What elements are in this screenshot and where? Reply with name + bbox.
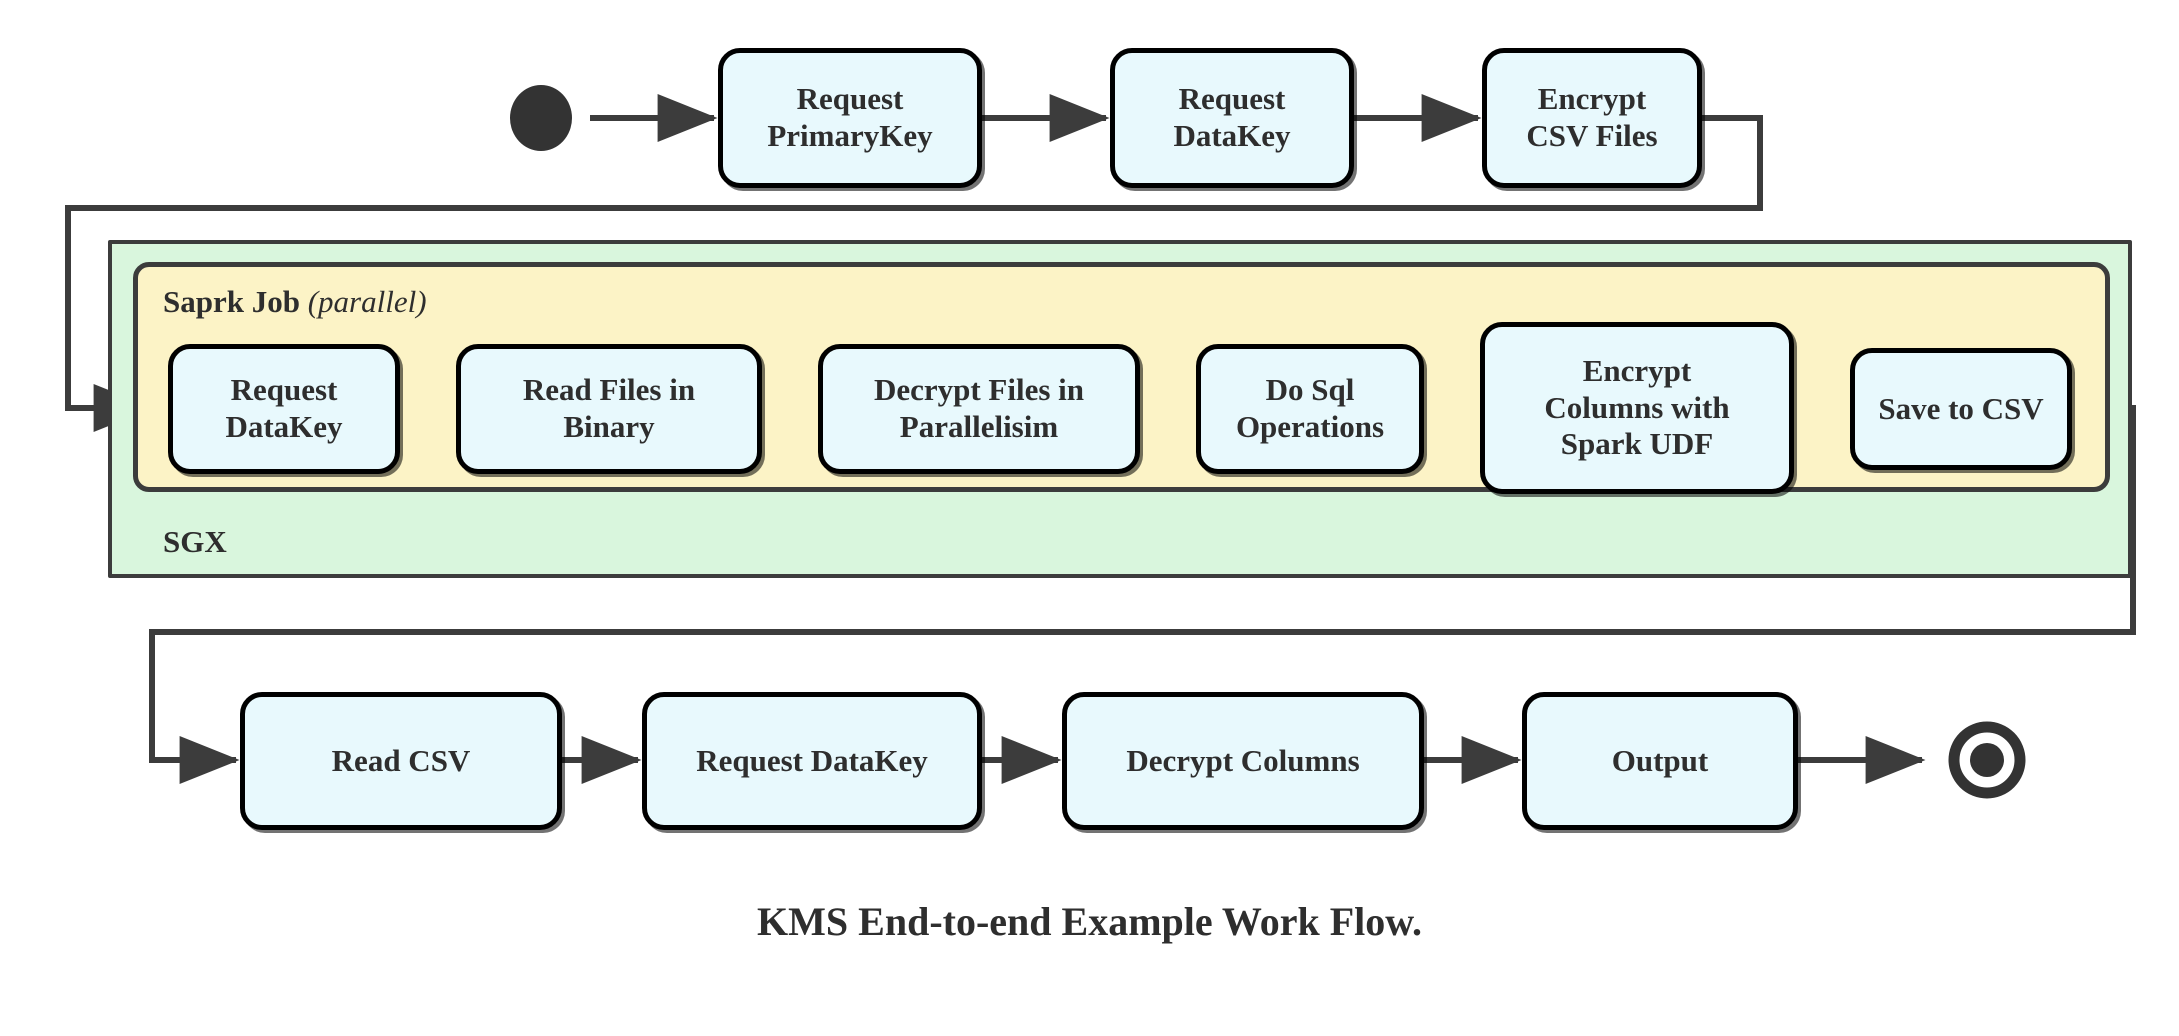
node-label: Decrypt Files in Parallelisim — [873, 372, 1085, 444]
node-save-to-csv[interactable]: Save to CSV — [1850, 348, 2072, 470]
node-read-csv[interactable]: Read CSV — [240, 692, 562, 830]
node-request-datakey-top[interactable]: Request DataKey — [1110, 48, 1354, 188]
spark-job-title: Saprk Job — [163, 284, 300, 319]
end-node — [1948, 721, 2026, 799]
node-label: Read CSV — [331, 742, 471, 778]
start-node — [510, 85, 572, 151]
node-encrypt-columns-with-spark-udf[interactable]: Encrypt Columns with Spark UDF — [1480, 322, 1794, 494]
node-request-datakey-bottom[interactable]: Request DataKey — [642, 692, 982, 830]
node-label: Save to CSV — [1878, 390, 2044, 426]
node-label: Request DataKey — [225, 372, 343, 444]
node-label: Request DataKey — [696, 742, 928, 778]
container-spark-job-label: Saprk Job (parallel) — [163, 284, 427, 320]
node-request-datakey-spark[interactable]: Request DataKey — [168, 344, 400, 474]
node-label: Encrypt CSV Files — [1526, 81, 1658, 153]
node-read-files-in-binary[interactable]: Read Files in Binary — [456, 344, 762, 474]
node-label: Read Files in Binary — [522, 372, 696, 444]
node-encrypt-csv-files[interactable]: Encrypt CSV Files — [1482, 48, 1702, 188]
node-request-primarykey[interactable]: Request PrimaryKey — [718, 48, 982, 188]
node-label: Output — [1611, 742, 1709, 778]
node-label: Decrypt Columns — [1126, 742, 1360, 778]
node-label: Do Sql Operations — [1235, 372, 1385, 444]
node-output[interactable]: Output — [1522, 692, 1798, 830]
node-decrypt-columns[interactable]: Decrypt Columns — [1062, 692, 1424, 830]
node-label: Request PrimaryKey — [767, 81, 933, 153]
diagram-caption: KMS End-to-end Example Work Flow. — [757, 899, 1422, 944]
node-do-sql-operations[interactable]: Do Sql Operations — [1196, 344, 1424, 474]
container-sgx-label: SGX — [163, 524, 227, 559]
node-decrypt-files-in-parallelisim[interactable]: Decrypt Files in Parallelisim — [818, 344, 1140, 474]
edge-encrypt-csv-to-spark-datakey — [65, 115, 1763, 432]
node-label: Encrypt Columns with Spark UDF — [1544, 353, 1730, 462]
spark-job-modifier: (parallel) — [307, 284, 427, 319]
node-label: Request DataKey — [1173, 81, 1291, 153]
